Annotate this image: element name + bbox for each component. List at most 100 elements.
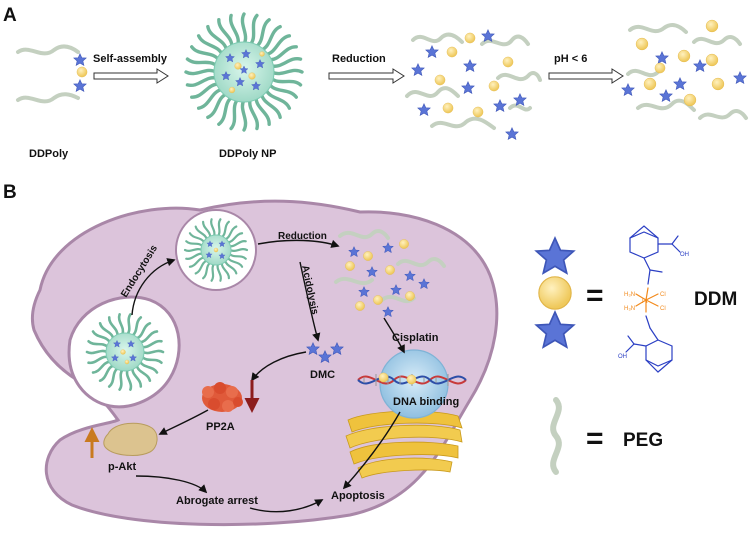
- drug-ball: [248, 72, 256, 80]
- drug-ball: [464, 32, 476, 44]
- ddm-star: [463, 59, 477, 72]
- dmc-label: DMC: [310, 369, 335, 381]
- peg-arm: [107, 316, 119, 337]
- drug-ball: [683, 93, 697, 107]
- endocytosis-arrow: [131, 258, 176, 316]
- peg-arm: [107, 367, 119, 388]
- pakt-label: p-Akt: [108, 461, 136, 473]
- panel-b-label: B: [3, 182, 17, 203]
- acidolysis-arrow: [299, 261, 321, 342]
- chem-nh3-1: H₃N: [624, 292, 635, 298]
- peg-arm: [131, 367, 143, 388]
- chem-cl-1: Cl: [660, 292, 666, 298]
- ddm-star: [73, 79, 87, 92]
- peg-arm: [269, 76, 303, 87]
- peg-arm: [240, 98, 248, 132]
- chem-oh-bottom: OH: [618, 354, 627, 360]
- peg-arm: [131, 316, 143, 337]
- ddm-structure: [625, 225, 681, 373]
- drug-ball: [259, 51, 265, 57]
- ddm-label: DDM: [694, 289, 737, 310]
- ddpoly-np: [184, 12, 304, 132]
- peg-arm: [98, 321, 115, 340]
- peg-arm: [135, 321, 152, 340]
- reduction-label-b: Reduction: [278, 231, 327, 242]
- reduction-label-a: Reduction: [332, 53, 386, 65]
- peg-arm: [216, 218, 222, 238]
- pakt-to-abrogate-arrow: [135, 475, 208, 494]
- drug-ball: [711, 77, 725, 91]
- peg-arm: [140, 355, 163, 365]
- pp2a-to-pakt-arrow: [158, 409, 209, 435]
- reduction-arrow-b: [257, 239, 340, 248]
- dna-to-apoptosis-arrow: [342, 411, 401, 490]
- drug-ball: [643, 77, 657, 91]
- peg-arm: [91, 330, 112, 344]
- peg-arm: [270, 68, 304, 76]
- ddm-star: [493, 99, 507, 112]
- ddpoly-unit: [16, 44, 88, 104]
- ddm-star: [73, 53, 87, 66]
- drug-ball: [345, 261, 355, 271]
- drug-ball: [385, 265, 395, 275]
- peg-arm: [138, 330, 159, 344]
- drug-ball: [363, 251, 373, 261]
- golgi: [345, 410, 463, 479]
- drug-ball: [76, 66, 88, 78]
- chem-cl-2: Cl: [660, 306, 666, 312]
- cisplatin-label: Cisplatin: [392, 332, 439, 344]
- drug-ball: [654, 62, 666, 74]
- peg-arm: [138, 360, 159, 374]
- micelle-in-endosome: [183, 218, 249, 282]
- micelle-entering: [85, 313, 165, 391]
- abrogate-to-apoptosis-arrow: [249, 499, 324, 513]
- cisplatin-arrow: [383, 317, 405, 354]
- drug-ball: [446, 46, 458, 58]
- ddm-star: [461, 81, 475, 94]
- peg-arm: [126, 313, 132, 336]
- peg-arm: [140, 339, 163, 349]
- peg-arm: [240, 12, 248, 46]
- ddpoly-label: DDPoly: [29, 148, 69, 160]
- ddm-star: [693, 59, 707, 72]
- peg-arm: [184, 68, 218, 76]
- drug-ball: [120, 349, 126, 355]
- drug-ball: [472, 106, 484, 118]
- drug-ball: [355, 301, 365, 311]
- panel-a-label: A: [3, 5, 17, 26]
- self-assembly-arrow: [93, 68, 169, 84]
- ddm-star: [733, 71, 747, 84]
- peg-arm: [87, 339, 110, 349]
- ddm-star: [621, 83, 635, 96]
- peg-arm: [117, 313, 125, 336]
- ddm-star: [655, 51, 669, 64]
- pp2a-label: PP2A: [206, 421, 235, 433]
- peg-arm: [91, 360, 112, 374]
- drug-ball: [213, 247, 219, 253]
- peg-equals: =: [586, 422, 604, 455]
- chem-pt: Pt: [642, 299, 648, 305]
- drug-ball: [124, 359, 130, 365]
- drug-ball: [502, 56, 514, 68]
- drug-ball: [234, 62, 242, 70]
- drug-ball: [405, 291, 415, 301]
- ddm-star: [411, 63, 425, 76]
- drug-ball: [399, 239, 409, 249]
- chem-oh-top: OH: [680, 252, 689, 258]
- peg-arm: [248, 13, 259, 47]
- peg-arm: [118, 368, 124, 391]
- peg-label: PEG: [623, 430, 663, 451]
- abrogate-label: Abrogate arrest: [176, 495, 258, 507]
- peg-arm: [135, 364, 152, 383]
- drug-ball: [705, 53, 719, 67]
- ddm-star: [425, 45, 439, 58]
- drug-ball: [677, 49, 691, 63]
- ddm-star: [505, 127, 519, 140]
- peg-arm: [85, 349, 109, 355]
- drug-ball: [434, 74, 446, 86]
- ddm-equals: =: [586, 279, 604, 312]
- chem-nh3-2: H₃N: [624, 306, 635, 312]
- apoptosis-label: Apoptosis: [331, 490, 385, 502]
- peg-arm: [185, 57, 219, 68]
